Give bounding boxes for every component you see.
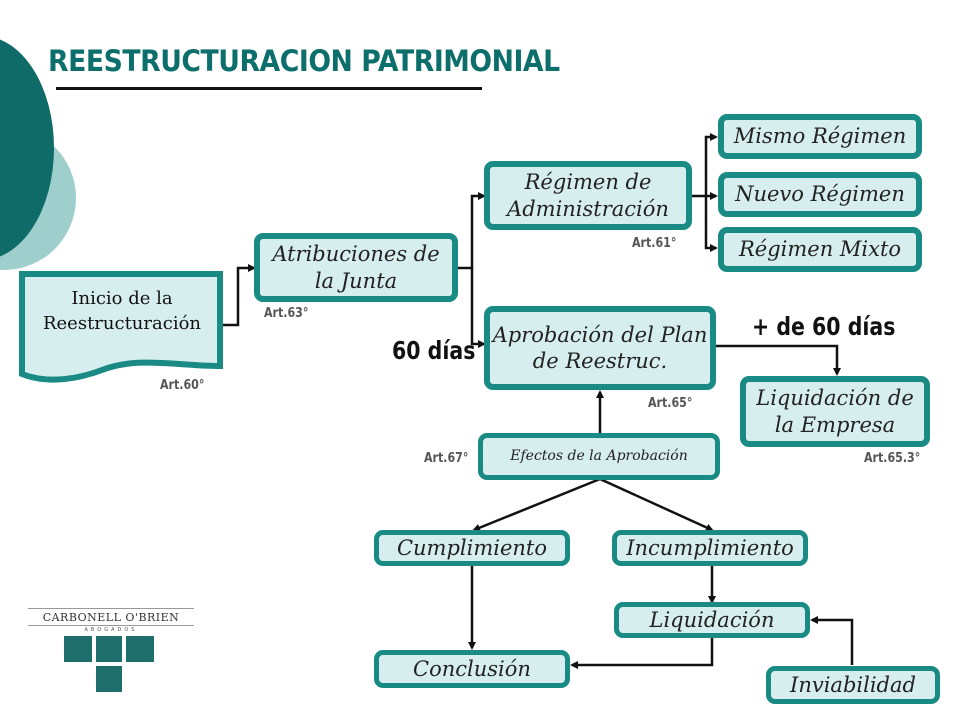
arrow-to-regimen — [458, 192, 486, 270]
node-conclusion: Conclusión — [374, 650, 570, 688]
node-incumplimiento: Incumplimiento — [612, 530, 808, 566]
node-liquidacion: Liquidación — [614, 602, 810, 638]
logo-mark — [64, 636, 154, 692]
node-atribuciones: Atribuciones de la Junta — [254, 233, 458, 302]
title-underline — [56, 87, 482, 90]
label-mas-60-dias: + de 60 días — [752, 312, 896, 341]
node-regimen-mixto: Régimen Mixto — [718, 227, 922, 272]
node-liquidacion-empresa: Liquidación de la Empresa — [740, 376, 930, 447]
arrow-to-mixto — [704, 196, 718, 252]
logo-subtitle: ABOGADOS — [84, 627, 138, 633]
node-efectos: Efectos de la Aprobación — [478, 433, 720, 480]
arrow-to-liq-empresa — [716, 344, 841, 376]
arrow-to-cumplimiento — [472, 477, 601, 532]
arrow-to-aprobacion — [470, 268, 486, 348]
node-inicio-shape — [19, 271, 223, 383]
node-aprobacion: Aprobación del Plan de Reestruc. — [484, 306, 716, 390]
logo-name: CARBONELL O'BRIEN — [42, 611, 180, 624]
node-cumplimiento: Cumplimiento — [374, 530, 570, 566]
logo-line-top — [28, 608, 194, 609]
arrow-to-mismo — [692, 133, 718, 198]
arrow-liq-conclusion — [570, 638, 714, 669]
decor-circle-dark — [0, 39, 54, 257]
node-nuevo-regimen: Nuevo Régimen — [718, 172, 922, 217]
label-art60: Art.60° — [160, 378, 205, 393]
label-art65: Art.65° — [648, 396, 693, 411]
arrow-to-incumplimiento — [599, 477, 714, 532]
label-art65-3: Art.65.3° — [864, 451, 921, 466]
node-regimen-admin: Régimen de Administración — [484, 161, 692, 230]
arrow-inicio-atribuciones — [220, 264, 256, 327]
arrow-inviab-liq — [810, 616, 854, 665]
label-art67: Art.67° — [424, 451, 469, 466]
label-art63: Art.63° — [264, 306, 309, 321]
node-mismo-regimen: Mismo Régimen — [718, 114, 922, 159]
label-60-dias: 60 días — [392, 336, 476, 365]
node-inviabilidad: Inviabilidad — [766, 666, 940, 704]
label-art61: Art.61° — [632, 236, 677, 251]
node-inicio: Inicio de la Reestructuración — [42, 288, 202, 335]
logo-line-bottom — [28, 625, 194, 626]
page-title: REESTRUCTURACION PATRIMONIAL — [48, 44, 560, 78]
